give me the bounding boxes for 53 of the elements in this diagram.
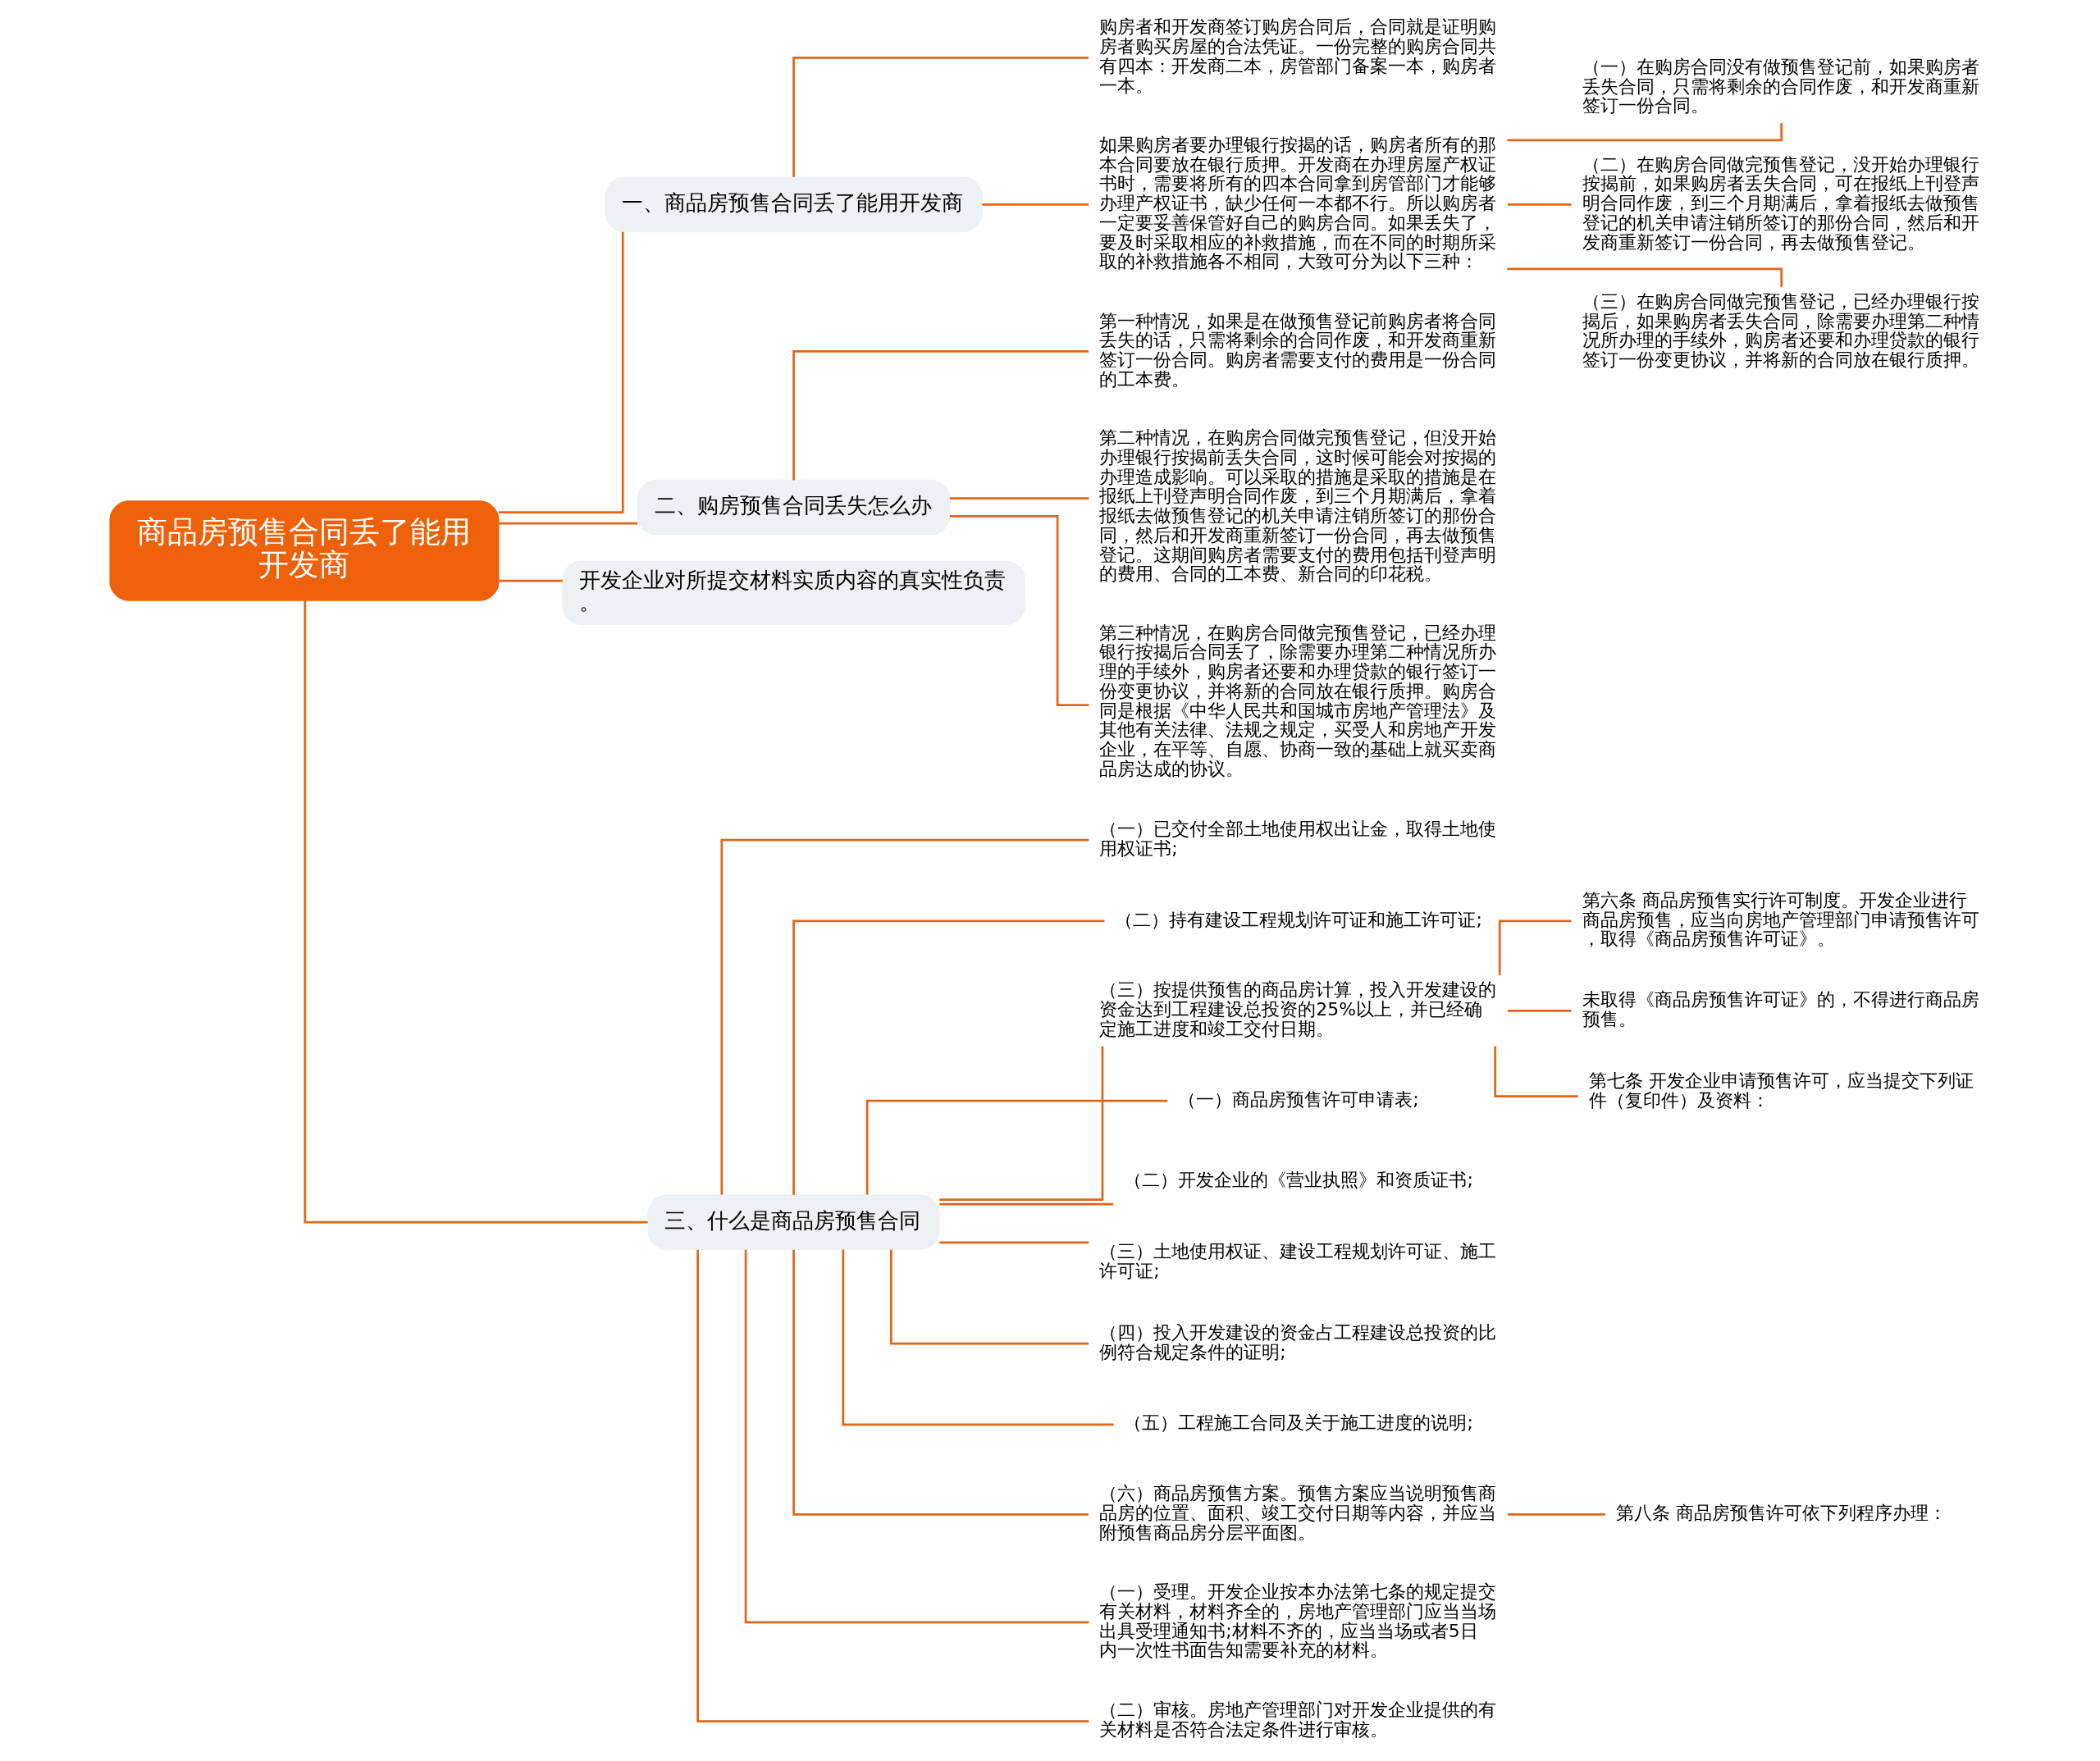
node-text: （二）开发企业的《营业执照》和资质证书; [1124, 1170, 1473, 1191]
connector [304, 600, 648, 1224]
node-text: （一）在购房合同没有做预售登记前，如果购房者丢失合同，只需将剩余的合同作废，和开发商重新签订一份合同。 [1582, 56, 1979, 116]
connector [1507, 203, 1572, 206]
connector [939, 1241, 1089, 1244]
node-text: （二）审核。房地产管理部门对开发企业提供的有关材料是否符合法定条件进行审核。 [1099, 1699, 1497, 1740]
node-text: （三）在购房合同做完预售登记，已经办理银行按揭后，如果购房者丢失合同，除需要办理第二种情况所办理的手续外，购房者还要和办理贷款的银行签订一份变更协议，并将新的合同放在银行质押。 [1582, 290, 1979, 371]
node-box: 开发企业对所提交材料实质内容的真实性负责。 [562, 560, 1025, 625]
connector [949, 497, 1089, 500]
connector [1498, 919, 1572, 976]
node-text: 未取得《商品房预售许可证》的，不得进行商品房预售。 [1582, 989, 1979, 1030]
connector [842, 1249, 1114, 1426]
node-text: （二）在购房合同做完预售登记，没开始办理银行按揭前，如果购房者丢失合同，可在报纸上刊登声明合同作废，到三个月期满后，拿着报纸去做预售登记的机关申请注销所签订的那份合同，然后和开发商重新签订一份合同，再去做预售登记。 [1582, 153, 1979, 253]
node-text: （四）投入开发建设的资金占工程建设总投资的比例符合规定条件的证明; [1099, 1321, 1497, 1362]
connector [498, 579, 563, 582]
connector [792, 56, 1089, 177]
connector [499, 231, 624, 513]
node-text: 第二种情况，在购房合同做完预售登记，但没开始办理银行按揭前丢失合同，这时候可能会对按揭的办理造成影响。可以采取的措施是采取的措施是在报纸上刊登声明合同作废，到三个月期满后，拿着报纸去做预售登记的机关申请注销所签订的那份合同，然后和开发商重新签订一份合同，再去做预售登记。这期间购房者需要支付的费用包括刊登声明的费用、合同的工本费、新合同的印花税。 [1099, 427, 1497, 585]
connector [720, 838, 1089, 1195]
node-text: （二）持有建设工程规划许可证和施工许可证; [1115, 909, 1482, 930]
node-text: （三）按提供预售的商品房计算，投入开发建设的资金达到工程建设总投资的25%以上，并已经确定施工进度和竣工交付日期。 [1099, 979, 1497, 1039]
connector [792, 919, 1105, 1195]
connector [744, 1249, 1089, 1624]
node-box: 二、购房预售合同丢失怎么办 [637, 479, 951, 536]
node-text: 第八条 商品房预售许可依下列程序办理： [1615, 1503, 1947, 1524]
node-box: 一、商品房预售合同丢了能用开发商 [605, 176, 983, 233]
node-text: （一）受理。开发企业按本办法第七条的规定提交有关材料，材料齐全的，房地产管理部门应当当场出具受理通知书;材料不齐的，应当当场或者5日内一次性书面告知需要补充的材料。 [1099, 1581, 1497, 1661]
node-text: （六）商品房预售方案。预售方案应当说明预售商品房的位置、面积、竣工交付日期等内容，并应当附预售商品房分层平面图。 [1099, 1483, 1497, 1543]
connector [889, 1249, 1089, 1345]
connector [498, 522, 638, 525]
node-text: 第七条 开发企业申请预售许可，应当提交下列证件（复印件）及资料： [1588, 1070, 1974, 1111]
node-text: 第三种情况，在购房合同做完预售登记，已经办理银行按揭后合同丢了，除需要办理第二种情况所办理的手续外，购房者还要和办理贷款的银行签订一份变更协议，并将新的合同放在银行质押。购房合同是根据《中华人民共和国城市房地产管理法》及其他有关法律、法规之规定，买受人和房地产开发企业，在平等、自愿、协商一致的基础上就买卖商品房达成的协议。 [1099, 622, 1497, 779]
connector [982, 203, 1089, 206]
node-text: （三）土地使用权证、建设工程规划许可证、施工许可证; [1099, 1241, 1497, 1281]
node-text: （一）已交付全部土地使用权出让金，取得土地使用权证书; [1099, 818, 1497, 859]
connector [792, 1249, 1089, 1516]
connector [939, 1046, 1104, 1202]
node-text: 第六条 商品房预售实行许可制度。开发企业进行商品房预售，应当向房地产管理部门申请预售许可，取得《商品房预售许可证》。 [1582, 889, 1979, 950]
connector [939, 1202, 1114, 1206]
node-box: 三、什么是商品房预售合同 [647, 1194, 940, 1250]
node-text: （一）商品房预售许可申请表; [1178, 1088, 1419, 1110]
connector [1494, 1046, 1578, 1097]
connector [696, 1249, 1089, 1722]
node-text: 第一种情况，如果是在做预售登记前购房者将合同丢失的话，只需将剩余的合同作废，和开发商重新签订一份合同。购房者需要支付的费用是一份合同的工本费。 [1099, 310, 1497, 390]
connector [865, 1099, 1168, 1195]
node-box: 商品房预售合同丢了能用开发商 [109, 500, 500, 601]
node-text: （五）工程施工合同及关于施工进度的说明; [1124, 1412, 1473, 1434]
connector [949, 515, 1089, 707]
connector [1507, 1010, 1572, 1012]
node-text: 购房者和开发商签订购房合同后，合同就是证明购房者购买房屋的合法凭证。一份完整的购房合同共有四本：开发商二本，房管部门备案一本，购房者一本。 [1099, 16, 1497, 96]
connector [1507, 1513, 1605, 1516]
node-text: 如果购房者要办理银行按揭的话，购房者所有的那本合同要放在银行质押。开发商在办理房屋产权证书时，需要将所有的四本合同拿到房管部门才能够办理产权证书，缺少任何一本都不行。所以购房者一定要妥善保管好自己的购房合同。如果丢失了，要及时采取相应的补救措施，而在不同的时期所采取的补救措施各不相同，大致可分为以下三种： [1099, 134, 1497, 272]
connector [792, 350, 1089, 481]
